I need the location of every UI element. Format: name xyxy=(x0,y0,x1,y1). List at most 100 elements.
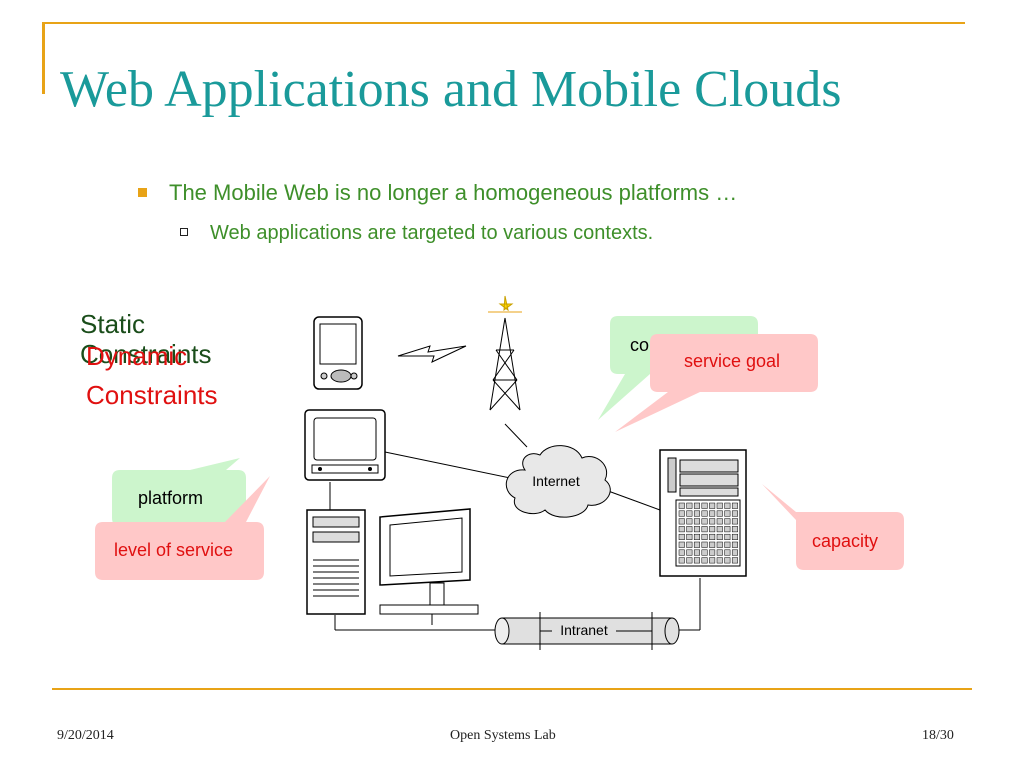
server-vent-cell xyxy=(678,510,685,517)
server-vent-cell xyxy=(678,557,685,564)
server-vent-cell xyxy=(693,533,700,540)
server-vent-cell xyxy=(686,502,693,509)
bubble-platform xyxy=(112,458,246,526)
server-vent-cell xyxy=(709,541,716,548)
server-vent-cell xyxy=(693,549,700,556)
bubble-capacity xyxy=(762,484,904,570)
bubble-co-text: co xyxy=(630,335,650,355)
server-vent-cell xyxy=(686,526,693,533)
server-vent-cell xyxy=(686,510,693,517)
server-vent-cell xyxy=(724,526,731,533)
server-vent-cell xyxy=(724,502,731,509)
server-vent-cell xyxy=(701,533,708,540)
server-vent-cell xyxy=(686,549,693,556)
server-vent-cell xyxy=(716,549,723,556)
dynamic-line-2: Constraints xyxy=(86,380,218,410)
static-line-1: Static xyxy=(80,309,146,339)
server-vent-cell xyxy=(731,541,738,548)
server-vent-cell xyxy=(724,549,731,556)
server-vent-cell xyxy=(709,510,716,517)
server-vent-cell xyxy=(709,518,716,525)
frame-top-line xyxy=(42,22,965,24)
hollow-square-bullet-icon xyxy=(180,227,188,236)
slide-title: Web Applications and Mobile Clouds xyxy=(60,61,842,118)
bubble-level-of-service-text: level of service xyxy=(114,540,234,560)
server-vent-cell xyxy=(709,526,716,533)
frame-vertical-bar xyxy=(42,22,45,94)
static-line-2: Constraints xyxy=(80,339,212,369)
server-vent-cell xyxy=(724,541,731,548)
bubble-service-goal-text: service goal xyxy=(684,351,781,371)
bullet-level-2: Web applications are targeted to various… xyxy=(180,222,653,245)
bullet-level-1: The Mobile Web is no longer a homogeneou… xyxy=(138,180,737,206)
server-icon xyxy=(659,449,747,577)
server-vent-cell xyxy=(724,533,731,540)
server-vent-cell xyxy=(686,541,693,548)
flat-monitor-icon xyxy=(379,508,479,615)
server-vent-cell xyxy=(724,518,731,525)
server-vent-cell xyxy=(686,557,693,564)
pipe-label: Intranet xyxy=(560,622,608,638)
wireless-bolt-icon xyxy=(397,345,467,363)
server-vent-cell xyxy=(701,518,708,525)
server-vent-cell xyxy=(731,533,738,540)
server-vent-cell xyxy=(693,502,700,509)
server-vent-cell xyxy=(701,502,708,509)
server-vent-cell xyxy=(716,533,723,540)
footer-date: 9/20/2014 xyxy=(57,728,114,743)
dynamic-constraints-label: Dynamic Constraints xyxy=(86,342,218,420)
server-vent-cell xyxy=(709,557,716,564)
server-vent-cell xyxy=(693,526,700,533)
server-vent-cell xyxy=(701,510,708,517)
server-vent-cell xyxy=(686,533,693,540)
server-vent-cell xyxy=(693,541,700,548)
footer-divider xyxy=(52,688,972,690)
server-vent-cell xyxy=(716,526,723,533)
bullet-1-text: The Mobile Web is no longer a homogeneou… xyxy=(169,180,738,205)
desktop-tower-icon xyxy=(306,509,366,615)
server-vent-cell xyxy=(701,557,708,564)
server-vent-cell xyxy=(731,557,738,564)
bullet-2-text: Web applications are targeted to various… xyxy=(210,222,654,244)
server-vent-grid xyxy=(678,502,738,564)
server-vent-cell xyxy=(731,510,738,517)
cloud-label: Internet xyxy=(532,473,580,489)
server-vent-cell xyxy=(716,557,723,564)
static-constraints-label: Static Constraints xyxy=(80,309,212,369)
bubble-platform-text: platform xyxy=(138,488,204,508)
server-vent-cell xyxy=(693,510,700,517)
server-vent-cell xyxy=(686,518,693,525)
server-vent-cell xyxy=(731,502,738,509)
server-vent-cell xyxy=(716,502,723,509)
internet-cloud-icon: Internet xyxy=(505,445,611,518)
server-vent-cell xyxy=(724,557,731,564)
server-vent-cell xyxy=(701,549,708,556)
monitor-terminal-icon xyxy=(304,409,386,481)
intranet-pipe-icon: Intranet xyxy=(494,612,680,650)
footer-center: Open Systems Lab xyxy=(450,728,556,743)
bubble-service-goal xyxy=(615,334,818,432)
server-vent-cell xyxy=(731,549,738,556)
server-vent-cell xyxy=(724,510,731,517)
square-bullet-icon xyxy=(138,187,147,197)
antenna-tower-icon xyxy=(488,295,522,411)
server-vent-cell xyxy=(678,526,685,533)
server-vent-cell xyxy=(678,549,685,556)
server-vent-cell xyxy=(731,526,738,533)
server-vent-cell xyxy=(678,502,685,509)
server-vent-cell xyxy=(716,541,723,548)
server-vent-cell xyxy=(709,533,716,540)
server-vent-cell xyxy=(693,518,700,525)
server-vent-cell xyxy=(678,541,685,548)
server-vent-cell xyxy=(678,533,685,540)
bubble-capacity-text: capacity xyxy=(812,531,879,551)
server-vent-cell xyxy=(716,518,723,525)
server-vent-cell xyxy=(701,526,708,533)
server-vent-cell xyxy=(678,518,685,525)
server-vent-cell xyxy=(731,518,738,525)
pda-icon xyxy=(313,316,363,390)
server-vent-cell xyxy=(693,557,700,564)
footer-page-number: 18/30 xyxy=(922,728,954,743)
server-vent-cell xyxy=(716,510,723,517)
